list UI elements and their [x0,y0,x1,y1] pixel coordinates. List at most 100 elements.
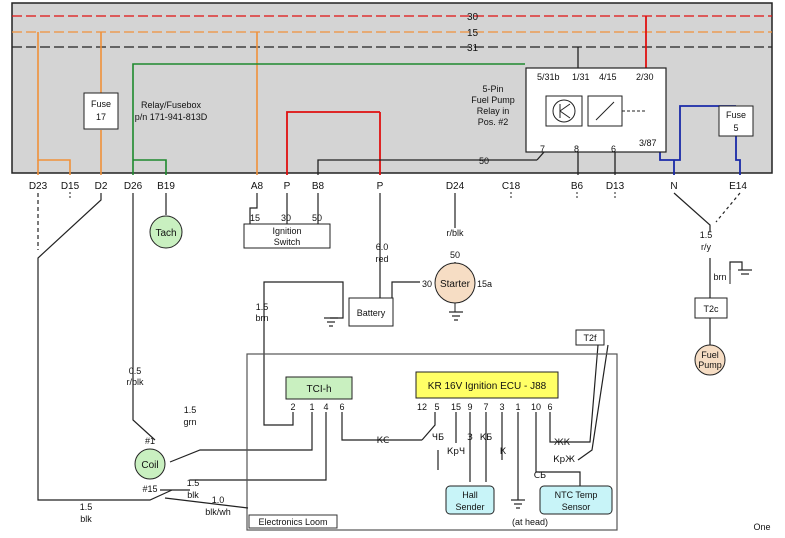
conn-c18: C18 [502,181,521,192]
t2c-label: T2c [703,304,719,314]
svg-text:9: 9 [467,402,472,412]
relay-pin-131: 1/31 [572,72,590,82]
conn-p1: P [284,181,291,192]
svg-text:7: 7 [483,402,488,412]
blue-wires [659,105,741,175]
fuse-5 [718,105,754,137]
ign-term-50: 50 [312,213,322,223]
conn-b8: B8 [312,181,325,192]
green-wires [132,63,525,175]
tci-pin-6: 6 [339,402,344,412]
tci-label: TCI-h [307,384,332,395]
wire-10-size: 1.0 [212,495,225,505]
relay-pin-387: 3/87 [639,138,657,148]
cyrillic-wire-labels: КС ЧБ КрЧ З КБ К СБ ЖК КрЖ [377,433,576,481]
relay-coil-box [587,95,623,127]
conn-n: N [670,181,677,192]
fusebox-title: Relay/Fusebox [141,100,202,110]
svg-text:1: 1 [515,402,520,412]
fuel-pump [694,344,726,376]
coil-term-15: #15 [142,484,157,494]
ign-line2: Switch [274,237,301,247]
wire-05-color: r/blk [126,377,144,387]
fuel-pump-line1: Fuel [701,350,719,360]
wire-15grn-color: grn [183,417,196,427]
tach-gauge [149,215,183,249]
svg-text:К: К [500,447,507,457]
transistor-icon [552,99,576,123]
electronics-loom [246,353,618,531]
conn-a8: A8 [251,181,264,192]
line-50-label: 50 [479,156,489,166]
transistor-symbol [559,103,571,119]
wire-15brn-size: 1.5 [256,302,269,312]
wire-10-color: blk/wh [205,507,231,517]
wire-05-size: 0.5 [129,366,142,376]
svg-text:З: З [467,433,473,443]
ecu-pins: 12 5 15 9 7 3 1 10 6 [417,402,553,412]
conn-d2: D2 [95,181,108,192]
hall-line1: Hall [462,490,478,500]
wire-15blk-a-size: 1.5 [187,478,200,488]
fusebox-part: p/n 171-941-813D [135,112,208,122]
fuse-17-line2: 17 [96,112,106,122]
coil-label: Coil [141,460,158,471]
conn-d15: D15 [61,181,80,192]
ign-line1: Ignition [272,226,301,236]
tci-module [285,376,353,400]
pin-7-label: 7 [540,144,545,154]
coil-term-1: #1 [145,436,155,446]
loom-label-box [248,514,338,529]
at-head-note: (at head) [512,517,548,527]
ntc-line2: Sensor [562,502,591,512]
conn-b19: B19 [157,181,175,192]
starter-term-30: 30 [422,279,432,289]
svg-text:15: 15 [451,402,461,412]
tci-pin-4: 4 [323,402,328,412]
lower-wires [37,192,743,501]
ign-term-30: 30 [281,213,291,223]
conn-d23: D23 [29,181,48,192]
svg-text:6: 6 [547,402,552,412]
wire-15brn-color: brn [255,313,268,323]
pin-6-label: 6 [611,144,616,154]
relay-pin-415: 4/15 [599,72,617,82]
pin-8-label: 8 [574,144,579,154]
fuse-17-line1: Fuse [91,99,111,109]
hall-sender [445,485,495,515]
wire-15blk-b-color: blk [80,514,92,524]
bus-15-label: 15 [467,28,479,39]
loom-label: Electronics Loom [258,517,327,527]
wire-d24-color: r/blk [446,228,464,238]
svg-text:3: 3 [499,402,504,412]
relay-coil-symbol [595,101,615,121]
t2c-connector [694,297,728,319]
wire-15blk-b-size: 1.5 [80,502,93,512]
battery-label: Battery [357,308,386,318]
t2f-label: T2f [583,333,597,343]
conn-d24: D24 [446,181,465,192]
svg-text:КрЖ: КрЖ [553,455,575,465]
fuse-17 [83,92,119,130]
wire-15ry-color: r/y [701,242,711,252]
fuel-pump-line2: Pump [698,360,722,370]
svg-text:ЖК: ЖК [554,438,571,448]
svg-text:СБ: СБ [534,471,546,481]
ntc-temp-sensor [539,485,613,515]
wire-d24-term: 50 [450,250,460,260]
tach-label: Tach [155,228,176,239]
bus-30-label: 30 [467,12,479,23]
ground-symbols [324,269,752,509]
ign-term-15: 15 [250,213,260,223]
svg-text:12: 12 [417,402,427,412]
svg-text:КрЧ: КрЧ [447,447,465,457]
svg-text:КС: КС [377,436,390,446]
hall-line2: Sender [455,502,484,512]
corner-label: One [753,522,770,532]
t2f-connector [575,329,605,346]
ignition-switch [243,223,331,249]
connector-labels: D23 D15 D2 D26 B19 A8 P B8 P D24 C18 B6 … [29,181,748,192]
starter-term-15a: 15a [477,279,492,289]
relay-pin-230: 2/30 [636,72,654,82]
